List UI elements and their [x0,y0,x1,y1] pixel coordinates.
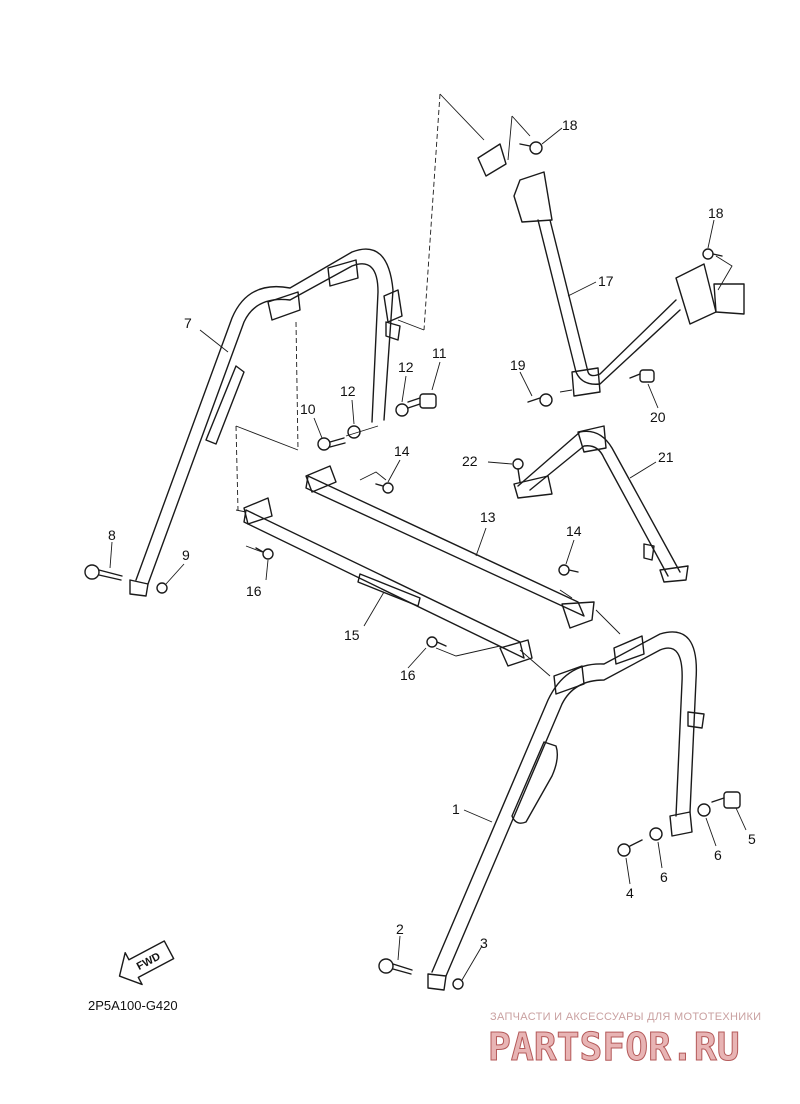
bolt-part-2 [378,958,413,975]
callout-4: 4 [626,885,634,901]
bolt-part-20 [629,369,655,383]
bolt-part-16b [426,636,447,648]
watermark-tagline: ЗАПЧАСТИ И АКСЕССУАРЫ ДЛЯ МОТОТЕХНИКИ [490,1011,761,1023]
bolt-part-22 [512,458,524,483]
fasteners [84,141,741,990]
callout-16-a: 16 [246,583,262,599]
bolt-part-16a [255,547,274,560]
washer-part-12b [395,403,409,417]
callout-22: 22 [462,453,478,469]
callout-1: 1 [452,801,460,817]
callout-9: 9 [182,547,190,563]
callout-20: 20 [650,409,666,425]
callout-14-b: 14 [566,523,582,539]
callout-16-b: 16 [400,667,416,683]
watermark: ЗАПЧАСТИ И АКСЕССУАРЫ ДЛЯ МОТОТЕХНИКИ PA… [488,1011,762,1070]
bolt-part-14b [558,564,579,576]
callout-13: 13 [480,509,496,525]
callout-12-b: 12 [398,359,414,375]
cross-bar-part-15 [243,497,533,667]
callout-6-a: 6 [714,847,722,863]
callout-8: 8 [108,527,116,543]
callout-labels: 7 8 9 10 12 12 11 14 16 13 14 15 16 18 1… [108,117,756,951]
callout-15: 15 [344,627,360,643]
bolt-part-5 [711,791,741,809]
diagram-code: 2P5A100-G420 [88,998,178,1013]
bolt-part-11 [407,393,437,409]
leader-lines [109,127,747,981]
callout-18-a: 18 [562,117,578,133]
washer-part-9 [156,582,168,594]
callout-2: 2 [396,921,404,937]
bolt-part-18a [519,141,543,155]
bolt-part-14a [375,482,394,494]
rear-frame-part-7 [129,248,403,597]
callout-19: 19 [510,357,526,373]
washer-part-6b [649,827,663,841]
fwd-arrow-icon: FWD [118,940,175,986]
callout-5: 5 [748,831,756,847]
bolt-part-19 [527,393,553,407]
callout-18-b: 18 [708,205,724,221]
callout-17: 17 [598,273,614,289]
bolt-part-4 [617,839,643,857]
watermark-brand: PARTSFOR.RU [488,1025,740,1069]
brace-part-17 [477,143,745,397]
front-frame-part-1 [427,631,705,991]
callout-11: 11 [432,345,447,361]
callout-21: 21 [658,449,674,465]
callout-12-a: 12 [340,383,356,399]
callout-10: 10 [300,401,316,417]
callout-6-b: 6 [660,869,668,885]
washer-part-3 [452,978,464,990]
washer-part-6a [697,803,711,817]
bolt-part-18b [702,248,723,260]
bolt-part-8 [84,564,123,581]
callout-14-a: 14 [394,443,410,459]
cross-bar-part-13 [305,465,595,629]
callout-7: 7 [184,315,192,331]
callout-3: 3 [480,935,488,951]
bolt-part-10 [317,437,346,451]
assembly-guides [235,93,733,677]
brace-part-21 [513,425,689,583]
